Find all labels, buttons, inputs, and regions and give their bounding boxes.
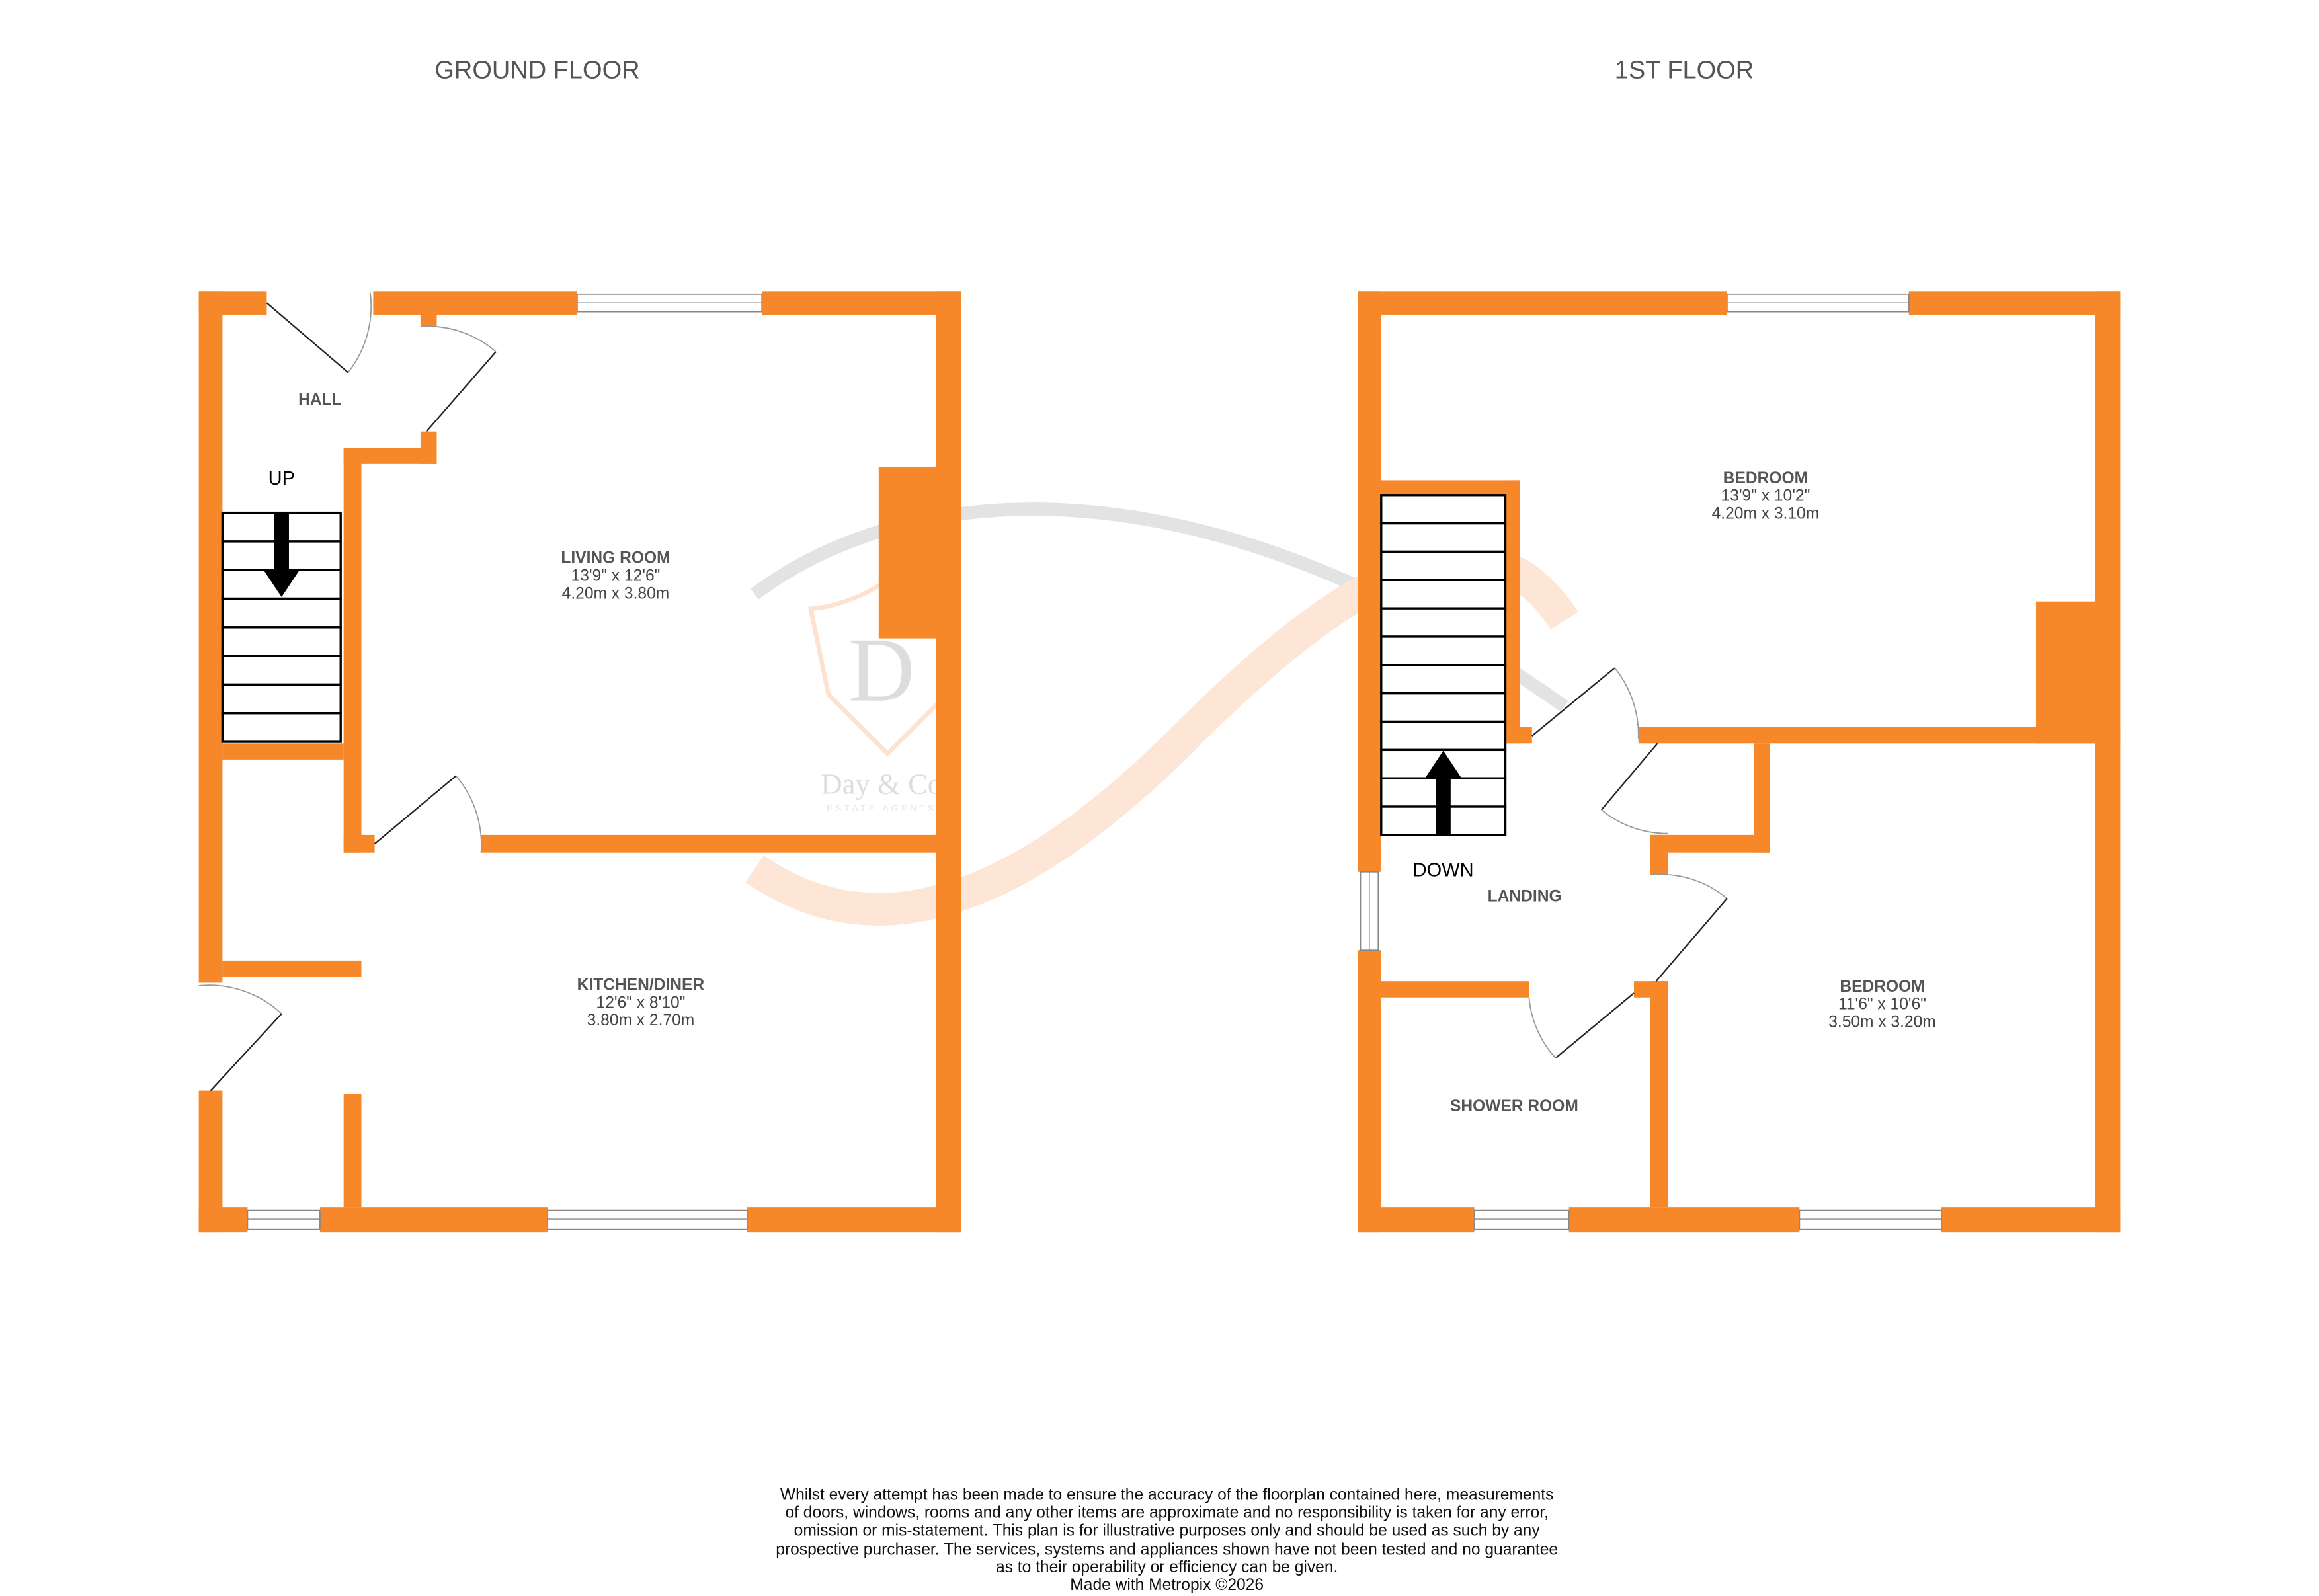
door (420, 325, 497, 432)
door (1528, 992, 1635, 1059)
room-imperial: 12'6" x 8'10" (596, 994, 686, 1012)
door (1600, 742, 1668, 834)
room-name: LIVING ROOM (561, 549, 670, 567)
room-name: KITCHEN/DINER (577, 977, 705, 994)
disclaimer-line: omission or mis-statement. This plan is … (794, 1521, 1541, 1539)
stair-tread (1380, 635, 1507, 666)
first-floor-plan: DOWN BEDROOM 13'9" x 10'2" 4.20m x 3.10m… (1358, 291, 2121, 1233)
room-name: HALL (298, 391, 342, 409)
arrow-up-icon (1425, 750, 1461, 835)
room-name: SHOWER ROOM (1450, 1097, 1578, 1115)
stair-tread (1380, 579, 1507, 610)
disclaimer-line: Whilst every attempt has been made to en… (780, 1486, 1553, 1504)
stair-tread (221, 712, 342, 743)
door (374, 775, 482, 853)
disclaimer: Whilst every attempt has been made to en… (776, 1486, 1558, 1594)
watermark-tagline: ESTATE AGENTS (827, 803, 936, 813)
window (1473, 1209, 1570, 1230)
room-metric: 3.50m x 3.20m (1828, 1013, 1936, 1031)
stair-tread (221, 655, 342, 686)
disclaimer-line: of doors, windows, rooms and any other i… (785, 1504, 1548, 1522)
door (266, 292, 372, 374)
ground-floor-walls (198, 291, 961, 1233)
stair-tread (1380, 550, 1507, 581)
door (198, 984, 282, 1092)
room-metric: 4.20m x 3.10m (1712, 505, 1820, 523)
stairs-label: DOWN (1413, 859, 1474, 881)
door (1531, 667, 1639, 739)
window (1799, 1209, 1942, 1230)
stair-tread (221, 626, 342, 657)
room-metric: 4.20m x 3.80m (562, 584, 670, 602)
staircase (1380, 494, 1507, 836)
stair-tread (1380, 664, 1507, 695)
stair-tread (221, 683, 342, 715)
door (1651, 873, 1728, 982)
arrow-down-icon (263, 512, 300, 598)
stair-tread (221, 597, 342, 629)
room-metric: 3.80m x 2.70m (587, 1012, 695, 1029)
first-floor-walls (1358, 291, 2121, 1233)
window (247, 1209, 321, 1230)
stairs-label: UP (268, 468, 295, 489)
ground-floor-title: GROUND FLOOR (434, 56, 639, 84)
room-imperial: 13'9" x 12'6" (571, 567, 661, 584)
ground-floor-plan: UP HALL LIVING ROOM 13'9" x 12'6" 4.20m … (198, 291, 961, 1233)
window (547, 1209, 748, 1230)
room-name: BEDROOM (1840, 978, 1924, 996)
disclaimer-line: Made with Metropix ©2026 (1070, 1576, 1264, 1594)
stair-tread (1380, 692, 1507, 723)
disclaimer-line: prospective purchaser. The services, sys… (776, 1540, 1558, 1558)
watermark-brand: Day & Co (821, 767, 942, 800)
room-imperial: 13'9" x 10'2" (1721, 487, 1810, 505)
room-imperial: 11'6" x 10'6" (1838, 996, 1926, 1014)
first-floor-title: 1ST FLOOR (1615, 56, 1754, 84)
stair-tread (1380, 522, 1507, 553)
stair-tread (1380, 607, 1507, 638)
room-name: BEDROOM (1723, 469, 1808, 487)
stair-tread (1380, 720, 1507, 752)
disclaimer-line: as to their operability or efficiency ca… (996, 1558, 1338, 1576)
stair-tread (1380, 494, 1507, 525)
room-name: LANDING (1488, 887, 1562, 905)
